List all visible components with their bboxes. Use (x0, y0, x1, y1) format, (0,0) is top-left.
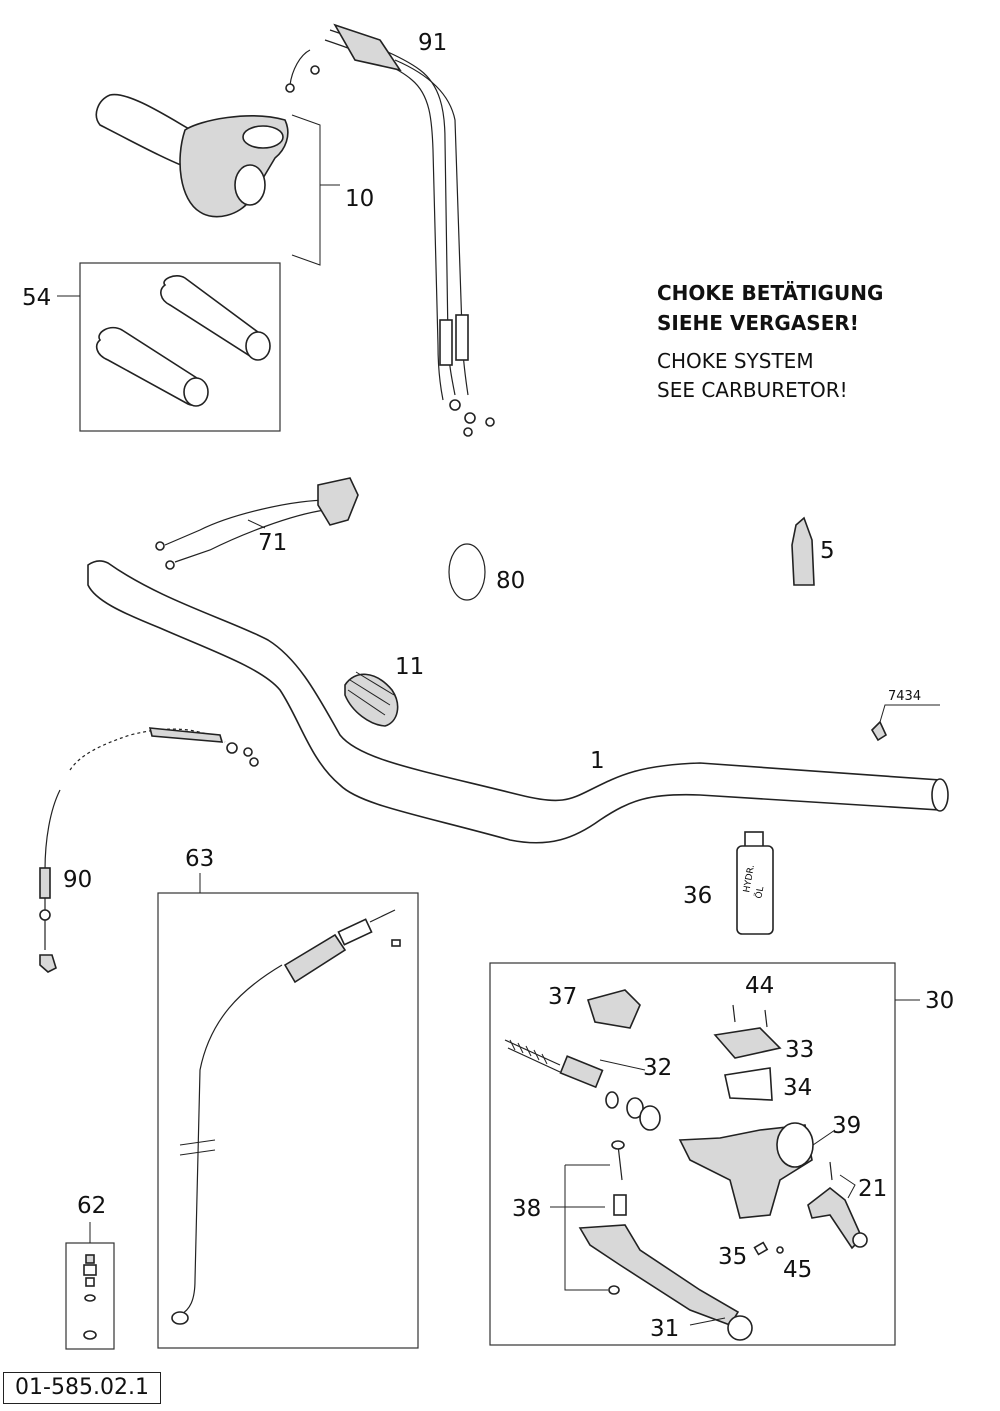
callout-80: 80 (496, 568, 525, 594)
note-line-4: SEE CARBURETOR! (657, 378, 848, 402)
callout-90: 90 (63, 867, 92, 893)
choke-note: CHOKE BETÄTIGUNG SIEHE VERGASER! CHOKE S… (657, 281, 883, 402)
callout-21: 21 (858, 1176, 887, 1202)
clutch-cable-part-90: 90 (39, 727, 259, 973)
callout-38: 38 (512, 1196, 541, 1222)
brake-master-cylinder-part-30: 30 37 44 33 34 32 39 21 (489, 962, 954, 1346)
note-line-3: CHOKE SYSTEM (657, 349, 814, 373)
callout-11: 11 (395, 654, 424, 680)
callout-44: 44 (745, 973, 774, 999)
grips-set-part-54: 54 (22, 262, 281, 432)
rubber-boot-part-11: 11 (344, 654, 424, 727)
callout-54: 54 (22, 285, 51, 311)
callout-32: 32 (643, 1055, 672, 1081)
document-number: 01-585.02.1 (15, 1375, 149, 1400)
callout-5: 5 (820, 538, 835, 564)
callout-34: 34 (783, 1075, 812, 1101)
callout-33: 33 (785, 1037, 814, 1063)
callout-45: 45 (783, 1257, 812, 1283)
callout-35: 35 (718, 1244, 747, 1270)
bottle-text-1: HYDR. (742, 864, 757, 893)
callout-30: 30 (925, 988, 954, 1014)
handlebar-part-1: 1 (87, 560, 949, 844)
note-line-1: CHOKE BETÄTIGUNG (657, 281, 883, 305)
callout-31: 31 (650, 1316, 679, 1342)
hydraulic-oil-bottle-part-36: HYDR. ÖL 36 (683, 831, 774, 935)
grease-tube-part-5: 5 (791, 516, 835, 586)
callout-62: 62 (77, 1193, 106, 1219)
callout-1: 1 (590, 748, 605, 774)
note-line-2: SIEHE VERGASER! (657, 311, 859, 335)
throttle-cable-part-91: 91 (285, 23, 495, 437)
callout-39: 39 (832, 1113, 861, 1139)
callout-37: 37 (548, 984, 577, 1010)
end-plug-part-7434: 7434 (870, 689, 940, 742)
callout-91: 91 (418, 30, 447, 56)
callout-71: 71 (258, 530, 287, 556)
kill-switch-part-71: 71 (155, 477, 359, 570)
throttle-grip-part-10: 10 (95, 93, 374, 266)
brake-line-part-63: 63 (157, 846, 419, 1349)
callout-36: 36 (683, 883, 712, 909)
banjo-bolt-part-62: 62 (65, 1193, 115, 1350)
callout-10: 10 (345, 186, 374, 212)
callout-7434: 7434 (888, 689, 921, 704)
callout-63: 63 (185, 846, 214, 872)
document-number-box: 01-585.02.1 (3, 1372, 161, 1404)
bottle-text-2: ÖL (753, 886, 766, 900)
clamp-ring-part-80: 80 (448, 543, 525, 601)
